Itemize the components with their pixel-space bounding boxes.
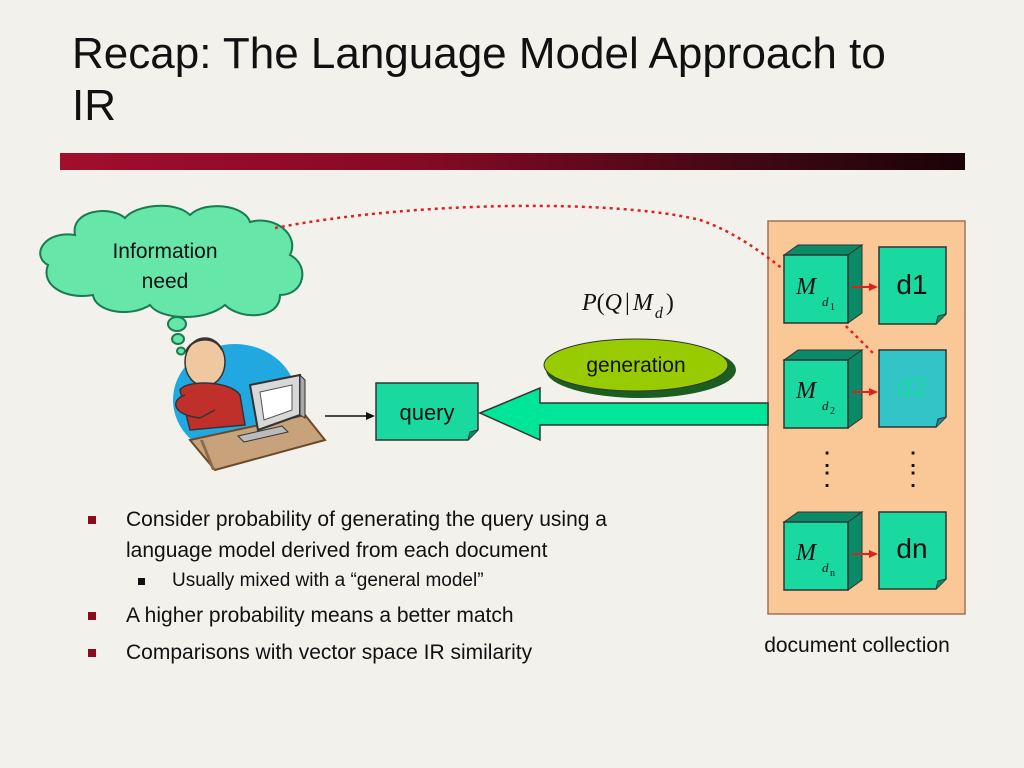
- model-box-1: M d 1: [784, 245, 862, 323]
- thought-bubble-small: [177, 348, 185, 355]
- information-need-cloud: Information need: [40, 206, 302, 355]
- formula-bar: |: [625, 290, 630, 316]
- sub-bullet-text-1: Usually mixed with a “general model”: [172, 570, 484, 591]
- bullet-marker: [88, 516, 96, 524]
- documents-ellipsis: ::: [909, 441, 917, 494]
- formula-m: M: [632, 290, 655, 316]
- model-box-3: M d n: [784, 512, 862, 590]
- document-collection-label: document collection: [764, 634, 950, 657]
- model-1-subsub: 1: [830, 302, 835, 313]
- model-1-sub: d: [822, 294, 829, 309]
- bullet-item-1: Consider probability of generating the q…: [88, 504, 648, 566]
- bullet-text-1: Consider probability of generating the q…: [126, 508, 607, 562]
- formula-p: P: [581, 290, 597, 316]
- model-2-sub: d: [822, 398, 829, 413]
- generation-label: generation: [586, 354, 685, 377]
- sub-bullet-item-1: Usually mixed with a “general model”: [88, 566, 648, 596]
- model-box-2: M d 2: [784, 350, 862, 428]
- thought-bubble-medium: [172, 334, 184, 344]
- query-box: query: [376, 383, 478, 440]
- model-3-m: M: [795, 540, 818, 566]
- user-at-computer-illustration: [173, 338, 325, 470]
- model-2-subsub: 2: [830, 406, 835, 417]
- cloud-label-line1: Information: [112, 240, 217, 263]
- bullet-text-3: Comparisons with vector space IR similar…: [126, 641, 532, 664]
- document-2-label: d2: [896, 371, 927, 402]
- generation-label-ellipse: generation: [544, 339, 736, 398]
- model-2-m: M: [795, 378, 818, 404]
- bullet-item-3: Comparisons with vector space IR similar…: [88, 637, 648, 668]
- model-1-m: M: [795, 274, 818, 300]
- bullet-text-2: A higher probability means a better matc…: [126, 604, 514, 627]
- bullet-marker: [88, 649, 96, 657]
- formula-open-paren: (: [597, 290, 605, 316]
- document-1-label: d1: [896, 269, 927, 300]
- document-box-2: d2: [879, 350, 946, 427]
- formula-subscript-d: d: [655, 305, 664, 322]
- document-box-1: d1: [879, 247, 946, 324]
- models-ellipsis: ::: [823, 441, 831, 494]
- formula-q: Q: [605, 290, 622, 316]
- bullet-list: Consider probability of generating the q…: [88, 504, 648, 668]
- formula-close-paren: ): [666, 290, 674, 316]
- sub-bullet-marker: [138, 578, 145, 585]
- document-3-label: dn: [896, 533, 927, 564]
- document-box-3: dn: [879, 512, 946, 589]
- model-3-subsub: n: [830, 568, 835, 579]
- thought-bubble-large: [168, 317, 186, 331]
- cloud-label-line2: need: [142, 270, 189, 293]
- model-3-sub: d: [822, 560, 829, 575]
- user-to-query-arrowhead: [366, 412, 375, 420]
- bullet-item-2: A higher probability means a better matc…: [88, 600, 648, 631]
- bullet-marker: [88, 612, 96, 620]
- query-label: query: [399, 400, 454, 425]
- svg-text:P(Q|Md): P(Q|Md): [581, 290, 674, 322]
